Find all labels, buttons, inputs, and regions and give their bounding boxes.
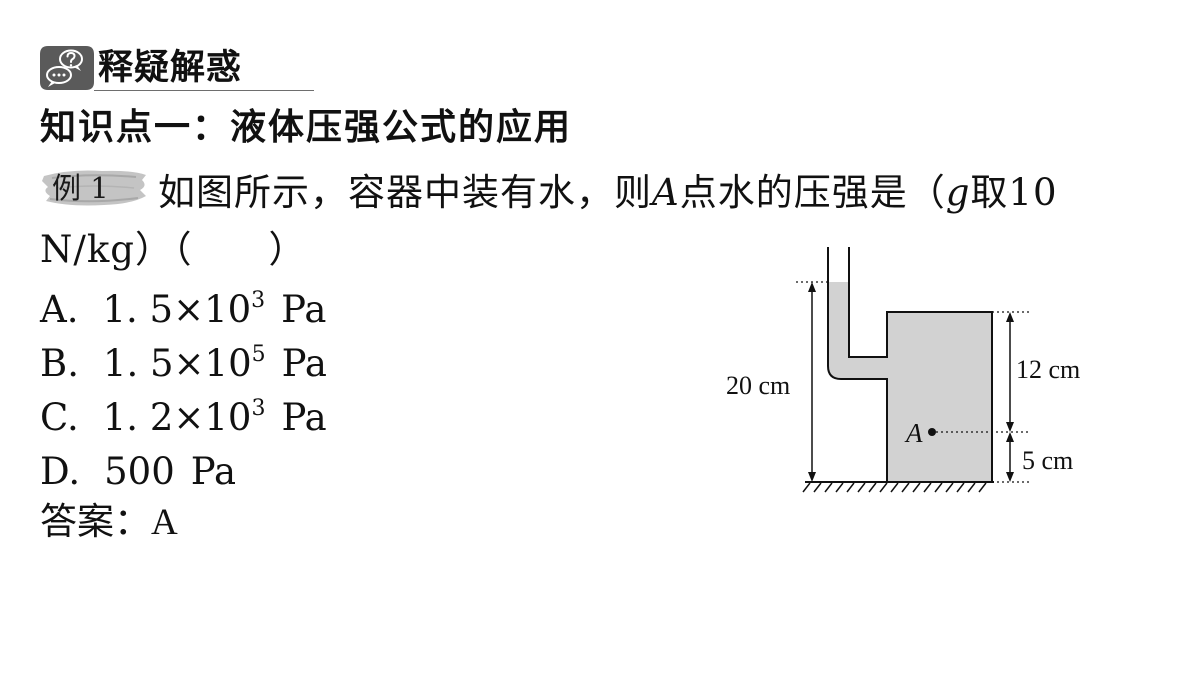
label-12cm: 12 cm — [1016, 355, 1080, 384]
option-c[interactable]: C. 1. 2×103 Pa — [40, 394, 327, 442]
question-g-symbol: g — [945, 171, 971, 214]
option-value: 1. 5×10 — [102, 342, 252, 385]
option-letter: D. — [40, 450, 81, 493]
section-title: 释疑解惑 — [98, 48, 243, 88]
option-exponent: 3 — [251, 288, 266, 313]
question-text: 如图所示，容器中装有水，则A点水的压强是（g取10 N/kg）（ ） — [40, 164, 1160, 278]
answer-label: 答案： — [40, 500, 151, 543]
option-d[interactable]: D. 500 Pa — [40, 448, 236, 496]
label-20cm: 20 cm — [726, 371, 790, 400]
answer: 答案：A — [40, 498, 178, 547]
example-tag: 例 1 — [40, 166, 150, 210]
question-text-part-2: 点水的压强是（ — [679, 171, 946, 214]
point-a-marker — [928, 428, 936, 436]
question-text-part-3: 取10 N/kg）（ ） — [40, 171, 1058, 271]
option-unit: Pa — [190, 450, 237, 493]
option-exponent: 3 — [251, 396, 266, 421]
option-letter: B. — [40, 342, 79, 385]
example-tag-label: 例 1 — [52, 171, 109, 205]
option-letter: A. — [40, 288, 79, 331]
option-unit: Pa — [281, 288, 327, 331]
ground-hatching — [802, 482, 987, 493]
option-unit: Pa — [281, 396, 327, 439]
dimension-arrow-5cm — [1006, 432, 1014, 482]
question-point-label: A — [652, 171, 680, 214]
question-text-part-1: 如图所示，容器中装有水，则 — [158, 171, 652, 214]
dimension-arrow-20cm — [808, 282, 816, 482]
section-badge: 释疑解惑 — [40, 44, 314, 92]
dimension-arrow-12cm — [1006, 312, 1014, 432]
option-value: 500 — [104, 450, 175, 493]
option-a[interactable]: A. 1. 5×103 Pa — [40, 286, 326, 334]
label-5cm: 5 cm — [1022, 446, 1073, 475]
option-value: 1. 2×10 — [102, 396, 252, 439]
answer-value: A — [151, 502, 178, 543]
option-b[interactable]: B. 1. 5×105 Pa — [40, 340, 327, 388]
speech-bubble-question-icon — [40, 46, 94, 90]
option-letter: C. — [40, 396, 79, 439]
option-exponent: 5 — [251, 342, 266, 367]
container-diagram: A 20 cm 12 cm 5 cm — [726, 247, 1080, 493]
knowledge-point-title: 知识点一：液体压强公式的应用 — [40, 107, 573, 148]
option-unit: Pa — [281, 342, 327, 385]
brush-stroke-background — [42, 170, 146, 206]
section-underline — [94, 90, 314, 91]
option-value: 1. 5×10 — [102, 288, 252, 331]
container-wall — [827, 247, 993, 483]
point-a-label: A — [904, 418, 923, 448]
